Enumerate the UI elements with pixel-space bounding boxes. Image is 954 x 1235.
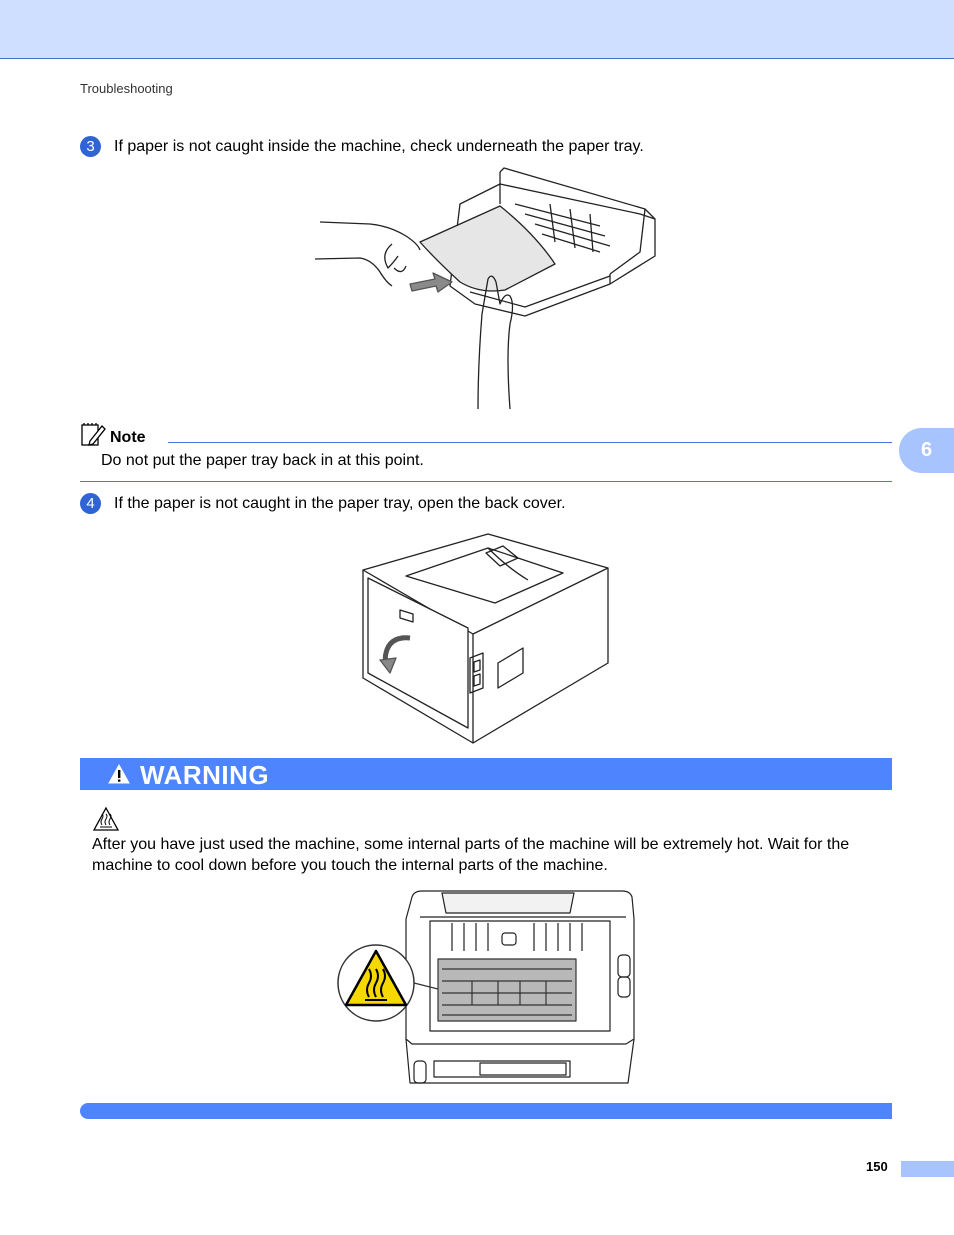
note-title: Note (110, 429, 146, 446)
header-band (0, 0, 954, 59)
hot-surface-caution-icon (92, 806, 120, 831)
warning-title: WARNING (140, 760, 270, 790)
page-number-tab (901, 1161, 954, 1177)
step-number-badge: 3 (80, 136, 101, 157)
step-4: 4 If the paper is not caught in the pape… (80, 493, 566, 514)
warning-footer-bar (80, 1103, 892, 1119)
warning-text: After you have just used the machine, so… (92, 836, 850, 874)
section-title: Troubleshooting (80, 81, 173, 96)
step-number-badge: 4 (80, 493, 101, 514)
paper-tray-illustration (314, 167, 656, 410)
warning-triangle-icon (108, 764, 130, 784)
step-text: If the paper is not caught in the paper … (114, 495, 566, 512)
chapter-tab[interactable]: 6 (899, 428, 954, 473)
printer-open-back-illustration (337, 890, 635, 1084)
note-header: Note (80, 421, 892, 446)
printer-back-cover-illustration (362, 533, 609, 744)
note-divider-bottom (80, 481, 892, 482)
page-number: 150 (866, 1159, 888, 1174)
note-divider (168, 442, 892, 443)
note-pencil-icon (81, 423, 106, 446)
warning-banner: WARNING (80, 758, 892, 790)
note-body: Do not put the paper tray back in at thi… (101, 452, 424, 469)
step-3: 3 If paper is not caught inside the mach… (80, 136, 644, 157)
step-text: If paper is not caught inside the machin… (114, 138, 644, 155)
